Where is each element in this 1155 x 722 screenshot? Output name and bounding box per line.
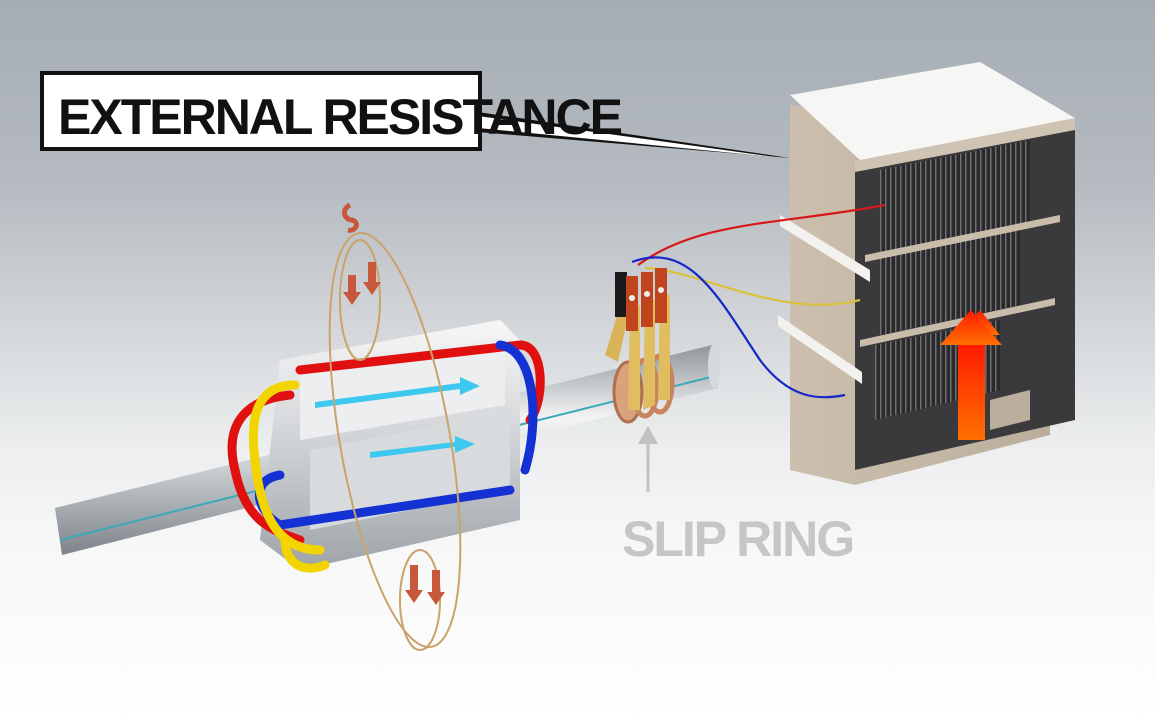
current-arrow-mid-icon: [370, 436, 475, 458]
slip-ring-label: SLIP RING: [622, 511, 853, 567]
field-loop-top: [339, 239, 381, 361]
external-resistance-label: EXTERNAL RESISTANCE: [58, 89, 622, 145]
rotor: [227, 320, 545, 573]
resistor-bank: [778, 62, 1075, 485]
brushes: [605, 268, 670, 410]
flux-arrow-2-icon: [363, 262, 381, 295]
resistor-grill-top: [880, 140, 1030, 255]
wire-red: [637, 203, 886, 266]
field-loop-outer: [328, 231, 462, 649]
brush-arm-3: [643, 300, 655, 410]
bolt-2: [644, 291, 650, 297]
heat-arrow-shaft: [958, 343, 985, 440]
brush-arm-2: [628, 305, 640, 410]
resistor-grill-middle: [880, 228, 1020, 335]
brush-2: [641, 272, 653, 327]
winding-blue-right: [495, 340, 538, 475]
slip-ring-assembly: SLIP RING: [605, 268, 855, 567]
rail-lower: [778, 315, 862, 384]
brush-holder: [615, 272, 627, 317]
shaft-end: [708, 344, 720, 388]
winding-yellow-bottom: [280, 535, 330, 573]
current-arrow-top-icon: [315, 377, 480, 408]
field-loop-bottom: [399, 549, 441, 651]
shelf-top: [855, 118, 1075, 172]
magnetic-field-lines: [328, 231, 462, 651]
resistor-top: [790, 62, 1075, 160]
slip-ring-pointer-arrow-icon: [638, 426, 658, 444]
shelf-1: [865, 215, 1060, 262]
flux-arrows: [341, 202, 445, 605]
bolt-3: [658, 287, 664, 293]
rail-upper: [780, 215, 870, 282]
callout-pointer: [478, 112, 790, 158]
windings: [227, 340, 545, 573]
external-resistance-callout: EXTERNAL RESISTANCE: [40, 71, 790, 158]
flux-arrow-3-icon: [405, 565, 423, 603]
brush-1: [626, 276, 638, 331]
callout-box: [40, 71, 482, 151]
brush-3: [655, 268, 667, 323]
callout-pointer-fill: [478, 116, 775, 157]
heat-arrow-icon: [940, 310, 1002, 345]
flux-arrow-1-icon: [343, 275, 361, 305]
bolt-1: [629, 295, 635, 301]
wire-blue: [631, 256, 846, 399]
shelf-2: [860, 298, 1055, 347]
resistor-right-leg: [990, 390, 1030, 430]
flux-arrow-4-icon: [427, 570, 445, 605]
rotation-arrow-icon: [341, 202, 359, 233]
